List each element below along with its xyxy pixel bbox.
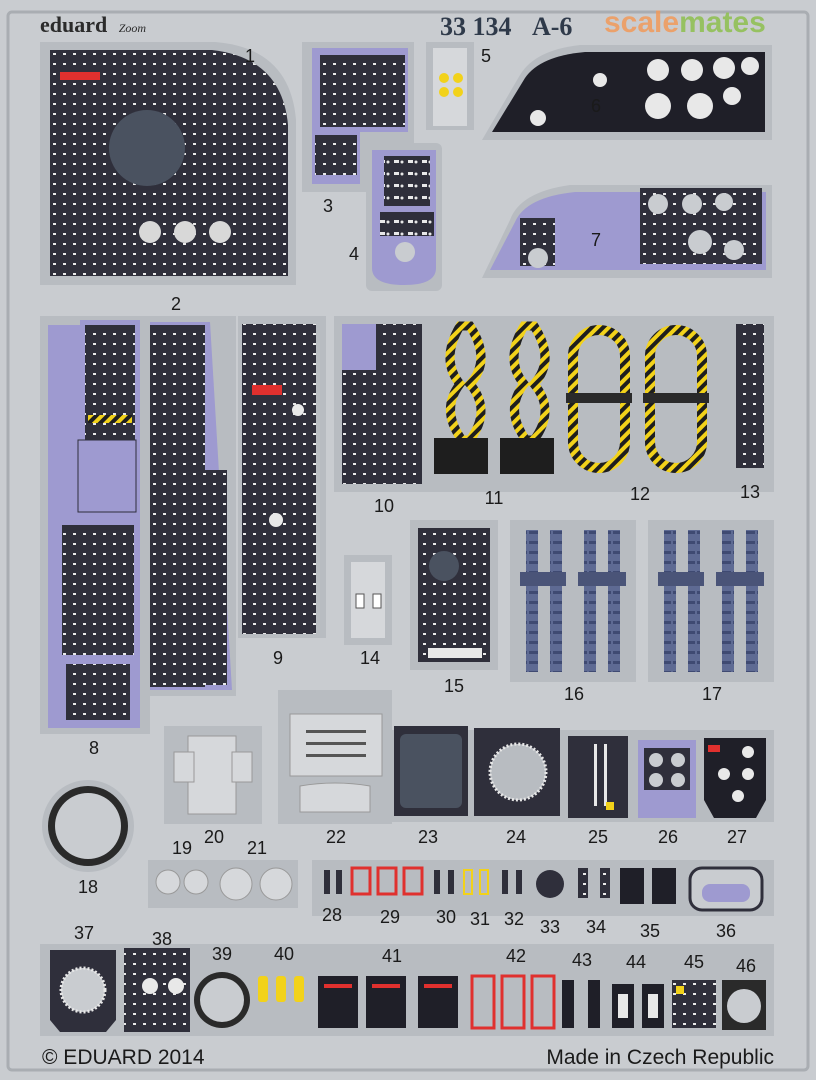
part-label-23: 23 xyxy=(418,827,438,847)
part-label-45: 45 xyxy=(684,952,704,972)
part-45-panel xyxy=(672,980,716,1028)
part-7-instrument-panel xyxy=(482,185,772,278)
part-label-35: 35 xyxy=(640,921,660,941)
part-40-knobs xyxy=(258,976,304,1002)
part-label-5: 5 xyxy=(481,46,491,66)
part-24-display xyxy=(474,728,560,816)
part-label-26: 26 xyxy=(658,827,678,847)
part-label-46: 46 xyxy=(736,956,756,976)
part-9-console xyxy=(238,316,326,638)
part-20-bracket xyxy=(164,726,262,824)
part-14-strip xyxy=(344,555,392,645)
part-label-24: 24 xyxy=(506,827,526,847)
part-label-6: 6 xyxy=(591,96,601,116)
part-8-side-console xyxy=(40,316,150,734)
part-label-38: 38 xyxy=(152,929,172,949)
part-12-harness xyxy=(566,325,709,473)
part-46-disc xyxy=(722,980,766,1030)
part-1-main-panel xyxy=(40,42,296,285)
part-13-strip xyxy=(736,324,764,468)
part-26-panel xyxy=(638,740,696,818)
part-23-display xyxy=(394,726,468,816)
part-label-8: 8 xyxy=(89,738,99,758)
part-label-12: 12 xyxy=(630,484,650,504)
part-label-7: 7 xyxy=(591,230,601,250)
part-11-harness xyxy=(434,321,554,474)
part-label-31: 31 xyxy=(470,909,490,929)
part-41-labels xyxy=(318,976,458,1028)
part-label-41: 41 xyxy=(382,946,402,966)
part-label-2: 2 xyxy=(171,294,181,314)
part-label-20: 20 xyxy=(204,827,224,847)
part-39-ring xyxy=(194,972,250,1028)
part-label-15: 15 xyxy=(444,676,464,696)
brand-logo: eduard Zoom xyxy=(40,12,146,38)
part-label-1: 1 xyxy=(245,46,255,66)
brand-sub: Zoom xyxy=(118,21,147,35)
part-label-21: 21 xyxy=(247,838,267,858)
part-2-console xyxy=(146,316,236,696)
part-27-panel xyxy=(704,738,766,818)
part-37-gauge xyxy=(50,950,116,1032)
part-label-43: 43 xyxy=(572,950,592,970)
part-label-25: 25 xyxy=(588,827,608,847)
part-label-40: 40 xyxy=(274,944,294,964)
part-18-ring xyxy=(42,780,134,872)
part-15-panel xyxy=(410,520,498,670)
part-label-10: 10 xyxy=(374,496,394,516)
part-43-strips xyxy=(562,980,600,1028)
part-label-44: 44 xyxy=(626,952,646,972)
part-22-plate xyxy=(278,690,392,824)
part-17-belts xyxy=(648,520,774,682)
part-44-frames xyxy=(612,984,664,1028)
part-label-14: 14 xyxy=(360,648,380,668)
part-16-belts xyxy=(510,520,636,682)
part-label-4: 4 xyxy=(349,244,359,264)
set-code: 33 134 A-6 xyxy=(440,12,572,42)
part-label-19: 19 xyxy=(172,838,192,858)
part-label-33: 33 xyxy=(540,917,560,937)
part-3-panel xyxy=(302,42,414,192)
part-label-39: 39 xyxy=(212,944,232,964)
part-label-42: 42 xyxy=(506,946,526,966)
part-label-3: 3 xyxy=(323,196,333,216)
part-label-34: 34 xyxy=(586,917,606,937)
part-label-27: 27 xyxy=(727,827,747,847)
parts-28-36-strip xyxy=(312,860,774,916)
watermark: scalemates xyxy=(604,6,766,39)
part-38-panel xyxy=(124,948,190,1032)
part-label-22: 22 xyxy=(326,827,346,847)
part-label-16: 16 xyxy=(564,684,584,704)
part-label-36: 36 xyxy=(716,921,736,941)
part-label-37: 37 xyxy=(74,923,94,943)
set-title: A-6 xyxy=(532,12,573,41)
part-4-keypad xyxy=(366,143,442,291)
part-label-18: 18 xyxy=(78,877,98,897)
part-label-13: 13 xyxy=(740,482,760,502)
part-5-strip xyxy=(426,42,474,130)
part-6-instrument-panel xyxy=(482,45,772,140)
copyright-text: © EDUARD 2014 xyxy=(42,1046,205,1069)
part-label-28: 28 xyxy=(322,905,342,925)
part-label-29: 29 xyxy=(380,907,400,927)
set-code-number: 33 134 xyxy=(440,12,512,41)
part-25-panel xyxy=(568,736,628,818)
part-label-11: 11 xyxy=(485,488,504,508)
parts-19-21-gauges xyxy=(148,860,298,908)
part-label-9: 9 xyxy=(273,648,283,668)
brand-name: eduard xyxy=(40,12,108,37)
part-label-32: 32 xyxy=(504,909,524,929)
origin-text: Made in Czech Republic xyxy=(546,1046,774,1069)
part-label-17: 17 xyxy=(702,684,722,704)
part-42-frames xyxy=(470,974,556,1030)
part-label-30: 30 xyxy=(436,907,456,927)
